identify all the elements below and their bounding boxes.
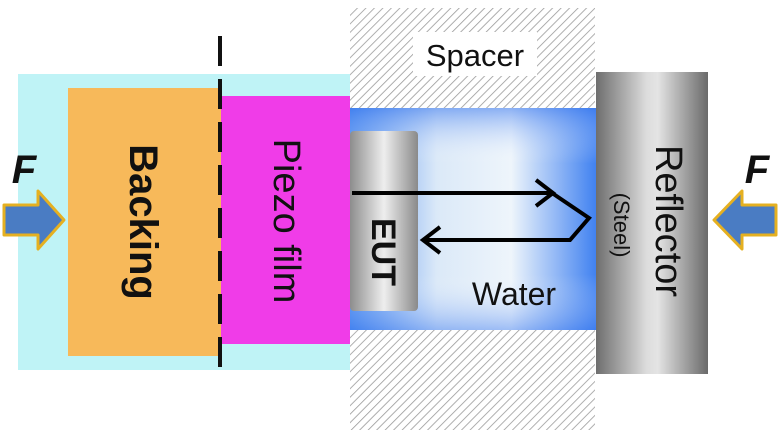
eut xyxy=(350,131,418,311)
force-label-right: F xyxy=(745,148,771,192)
reflector-material-label: (Steel) xyxy=(609,193,634,258)
piezo-label: Piezo film xyxy=(265,139,307,304)
force-arrow-right xyxy=(712,189,778,251)
reflector xyxy=(596,72,708,374)
force-arrow-left xyxy=(2,189,66,251)
backing xyxy=(68,88,222,356)
reflector-label: Reflector xyxy=(647,145,689,297)
wave-path xyxy=(352,178,592,255)
water-label: Water xyxy=(472,276,557,312)
backing-label: Backing xyxy=(121,144,165,300)
spacer-label: Spacer xyxy=(426,38,524,73)
spacer-label-box xyxy=(413,32,537,76)
eut-label: EUT xyxy=(364,218,402,286)
piezo-film xyxy=(221,96,350,344)
force-label-left: F xyxy=(12,148,38,192)
